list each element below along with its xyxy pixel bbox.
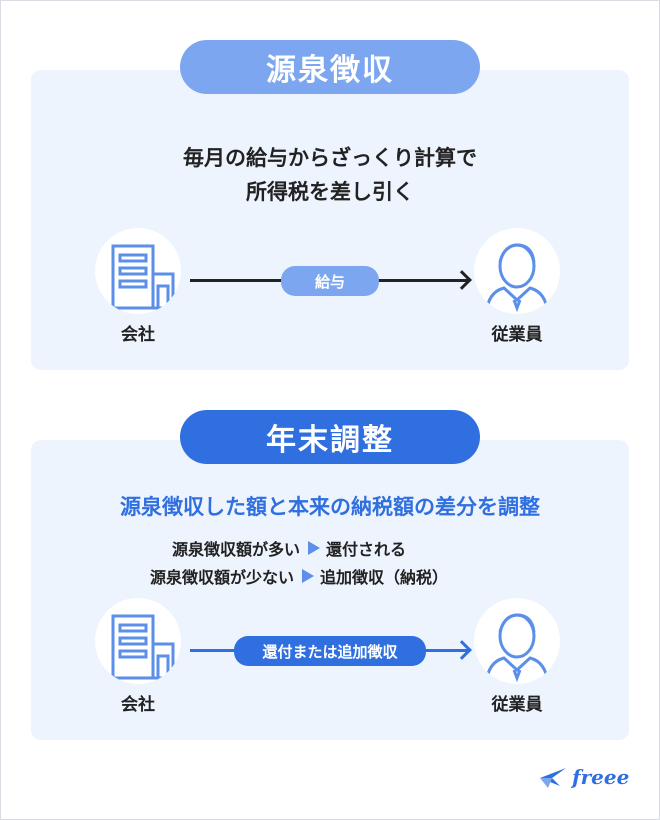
freee-logo-text: freee [572,765,630,789]
section-1-lead-line-2: 所得税を差し引く [246,180,414,204]
freee-logo: freee [538,762,638,792]
freee-bird-icon [540,768,566,788]
section-1-lead-line-1: 毎月の給与からざっくり計算で [183,146,477,170]
section-2-employee-label: 従業員 [491,695,543,715]
section-2-lead: 源泉徴収した額と本来の納税額の差分を調整 [120,495,540,519]
section-2-refund-tag: 還付または追加徴収 [234,636,426,666]
company-icon [95,228,181,314]
section-1-title: 源泉徴収 [180,40,480,94]
company-icon [95,598,181,684]
triangle-right-icon [302,569,315,583]
section-1-salary-tag: 給与 [281,266,379,296]
condition-2-if: 源泉徴収額が少ない [150,568,295,587]
condition-1-then: 還付される [326,540,407,559]
triangle-right-icon [308,541,321,555]
condition-1-if: 源泉徴収額が多い [172,540,301,559]
condition-row-2: 源泉徴収額が少ない 追加徴収（納税） [150,564,448,588]
employee-icon [474,598,560,684]
section-2-company-label: 会社 [121,695,155,715]
section-2-panel [31,440,629,740]
section-1-panel [31,70,629,370]
section-1-employee-label: 従業員 [491,325,543,345]
section-1-lead: 毎月の給与からざっくり計算で 所得税を差し引く [0,141,660,209]
employee-icon [474,228,560,314]
condition-row-1: 源泉徴収額が多い 還付される [172,536,406,560]
condition-2-then: 追加徴収（納税） [320,568,449,587]
section-1-company-label: 会社 [121,325,155,345]
section-2-title: 年末調整 [180,410,480,464]
